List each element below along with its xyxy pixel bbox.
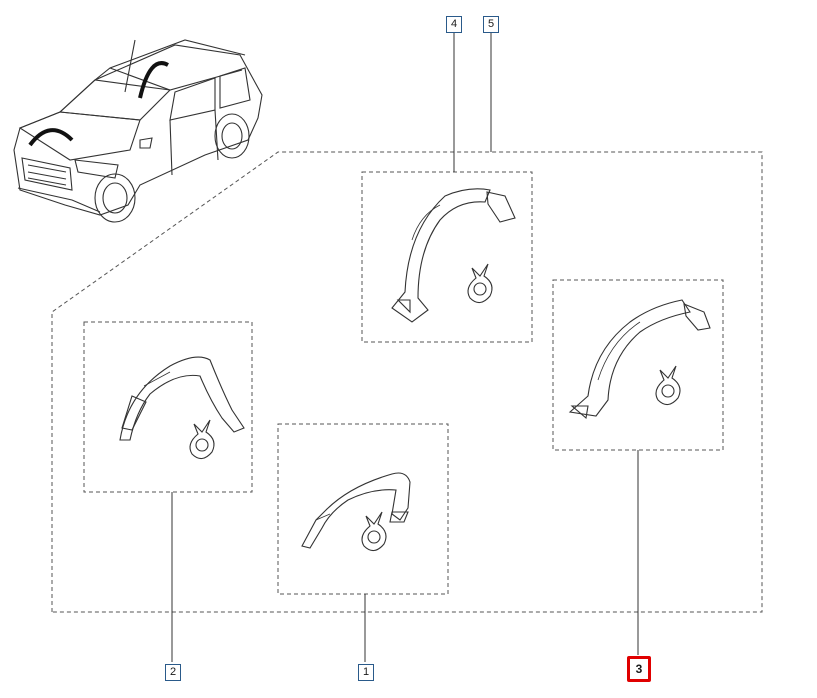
part-3-wheel-arch-trim-icon	[568, 299, 711, 420]
callout-4[interactable]: 4	[446, 16, 462, 33]
part-3-box	[552, 279, 724, 451]
vehicle-illustration	[13, 39, 263, 223]
part-4-wheel-arch-trim-icon	[391, 188, 516, 323]
part-2-wheel-arch-trim-icon	[119, 356, 245, 460]
part-4-box	[361, 171, 533, 343]
part-1-wheel-arch-trim-icon	[301, 472, 411, 552]
part-2-box	[83, 321, 253, 493]
callout-3-selected[interactable]: 3	[627, 656, 651, 682]
part-1-box	[277, 423, 449, 595]
assembly-frame	[51, 151, 763, 613]
callout-1[interactable]: 1	[358, 664, 374, 681]
callout-5[interactable]: 5	[483, 16, 499, 33]
callout-2[interactable]: 2	[165, 664, 181, 681]
